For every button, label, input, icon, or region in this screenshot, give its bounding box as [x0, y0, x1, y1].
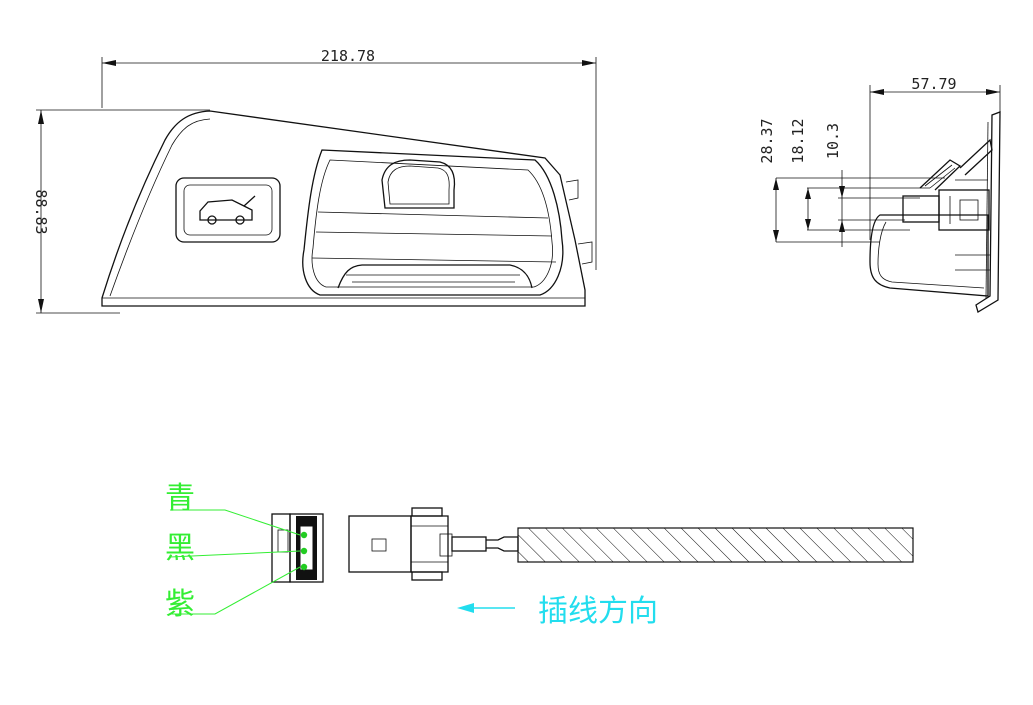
connector-pin: [300, 563, 308, 571]
side-body: [869, 111, 1001, 313]
height-dimension: 88.83: [32, 109, 210, 314]
width-dimension: 218.78: [101, 47, 597, 270]
male-plug: [348, 507, 519, 581]
side-view: 57.79 28.37 18.12 10.3: [758, 75, 1001, 313]
car-tailgate-icon: [199, 195, 256, 225]
direction-label: 插线方向: [538, 594, 658, 629]
wire-labels: 青 黑 紫: [165, 481, 301, 622]
side-width-dimension-text: 57.79: [911, 75, 956, 93]
tailgate-button: [175, 177, 281, 243]
height-dimension-text: 88.83: [32, 189, 50, 234]
side-dimension-text-3: 10.3: [824, 123, 842, 159]
side-dimension-text-1: 28.37: [758, 118, 776, 163]
side-dimension-text-2: 18.12: [789, 118, 807, 163]
connector-diagram: 青 黑 紫 插线方向: [165, 481, 914, 629]
female-connector: [271, 513, 324, 583]
cable: [517, 527, 914, 563]
connector-pin: [300, 531, 308, 539]
switch-housing: [101, 110, 593, 307]
insertion-direction: 插线方向: [457, 594, 658, 629]
wire-label-cyan: 青: [165, 481, 195, 516]
arrow-left-icon: [457, 603, 474, 613]
front-view: 218.78 88.83: [32, 47, 597, 314]
side-width-dimension: 57.79: [869, 75, 1001, 240]
side-vertical-dimensions: 28.37 18.12 10.3: [758, 118, 945, 247]
width-dimension-text: 218.78: [321, 47, 375, 65]
connector-pin: [300, 547, 308, 555]
wire-label-black: 黑: [165, 531, 195, 566]
wire-label-purple: 紫: [165, 587, 195, 622]
door-handle-recess: [302, 149, 564, 296]
